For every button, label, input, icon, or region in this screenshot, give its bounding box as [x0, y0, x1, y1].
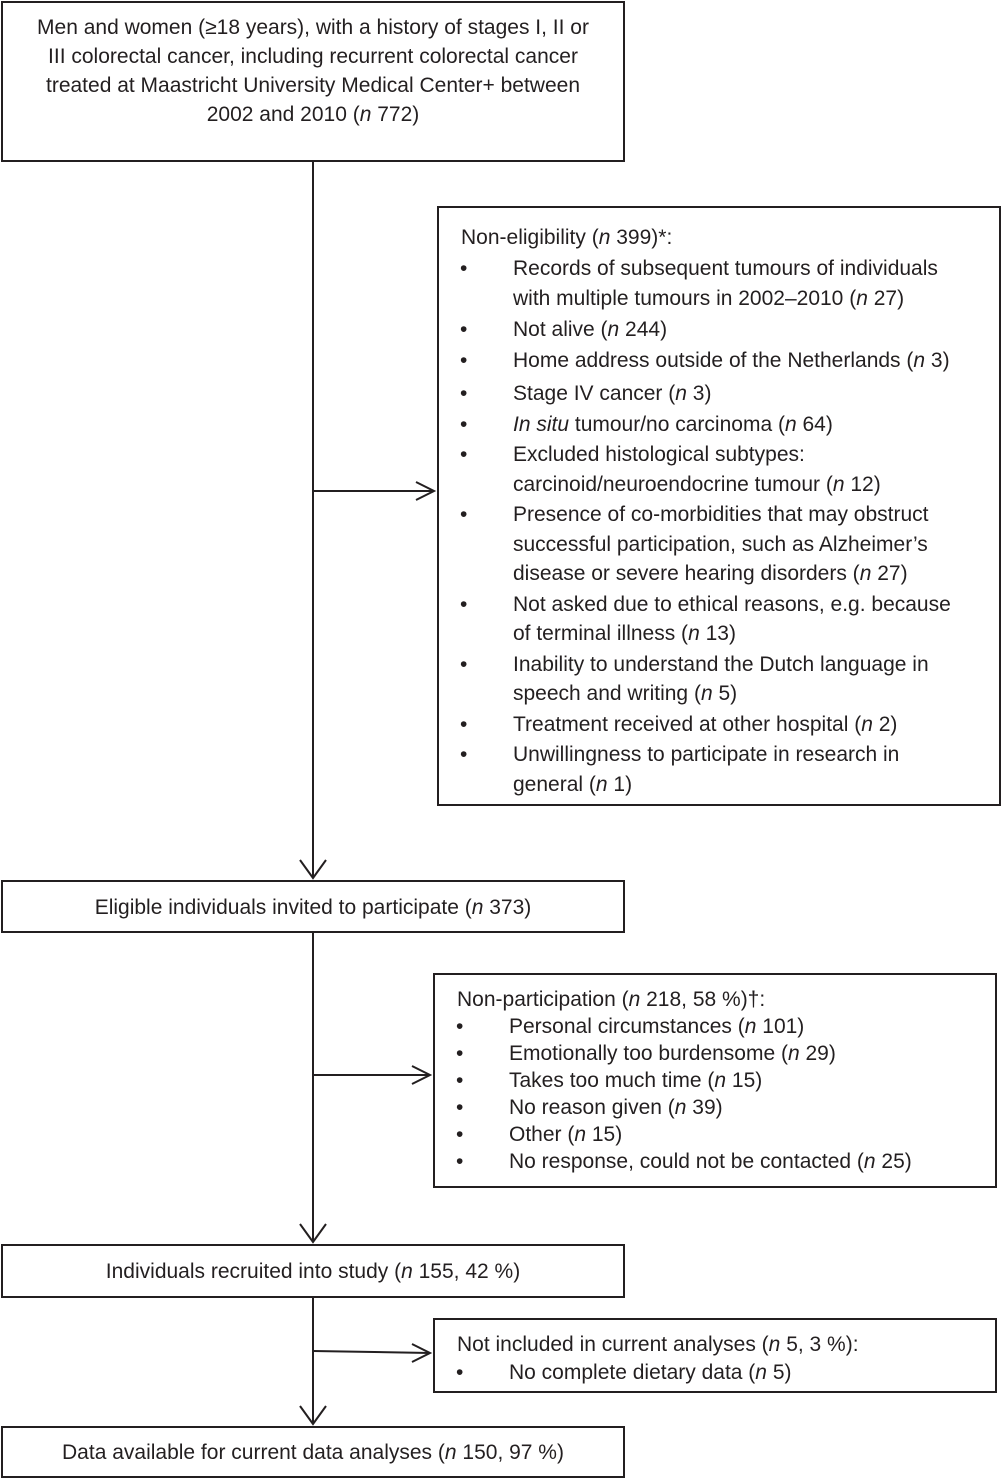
list-item: •Unwillingness to participate in researc… — [443, 740, 989, 799]
list-item: •Other (n 15) — [456, 1123, 623, 1146]
list-item: •Personal circumstances (n 101) — [456, 1015, 805, 1038]
arrowhead-recruited — [299, 1223, 327, 1244]
recruited-box: Individuals recruited into study (n 155,… — [1, 1244, 625, 1298]
arrowhead-notincl — [411, 1343, 433, 1363]
start-population-box: Men and women (≥18 years), with a histor… — [1, 1, 625, 162]
bullet-icon: • — [456, 1361, 464, 1384]
list-item: •Treatment received at other hospital (n… — [443, 710, 989, 740]
list-item: •Home address outside of the Netherlands… — [443, 346, 989, 376]
bullet-icon: • — [460, 318, 468, 341]
bullet-icon: • — [460, 743, 468, 766]
list-item: •Not asked due to ethical reasons, e.g. … — [443, 590, 989, 649]
final-analysis-box: Data available for current data analyses… — [1, 1426, 625, 1478]
arrowhead-eligible — [299, 859, 327, 880]
arrowhead-nonpart — [411, 1065, 433, 1085]
bullet-icon: • — [456, 1069, 464, 1092]
bullet-icon: • — [460, 443, 468, 466]
not-included-heading: Not included in current analyses (n 5, 3… — [457, 1333, 859, 1356]
bullet-icon: • — [456, 1015, 464, 1038]
list-item: •Takes too much time (n 15) — [456, 1069, 763, 1092]
list-item: •In situ tumour/no carcinoma (n 64) — [443, 410, 989, 440]
non-participation-heading: Non-participation (n 218, 58 %)†: — [457, 988, 766, 1011]
start-line-1: Men and women (≥18 years), with a histor… — [37, 16, 589, 39]
list-item: •Excluded histological subtypes:carcinoi… — [443, 440, 989, 499]
list-item: •No reason given (n 39) — [456, 1096, 723, 1119]
non-eligibility-box: Non-eligibility (n 399)*: •Records of su… — [437, 206, 1001, 806]
bullet-icon: • — [456, 1123, 464, 1146]
eligible-box: Eligible individuals invited to particip… — [1, 880, 625, 933]
bullet-icon: • — [460, 257, 468, 280]
bullet-icon: • — [460, 503, 468, 526]
start-line-3: treated at Maastricht University Medical… — [46, 74, 580, 97]
not-included-box: Not included in current analyses (n 5, 3… — [433, 1318, 997, 1393]
bullet-icon: • — [456, 1042, 464, 1065]
non-eligibility-heading: Non-eligibility (n 399)*: — [461, 226, 673, 249]
bullet-icon: • — [460, 652, 468, 676]
non-eligibility-list: •Records of subsequent tumours of indivi… — [443, 254, 989, 799]
bullet-icon: • — [456, 1150, 464, 1173]
bullet-icon: • — [460, 348, 468, 372]
arrowhead-nonelig — [415, 481, 437, 501]
bullet-icon: • — [460, 592, 468, 616]
list-item: •Stage IV cancer (n 3) — [443, 379, 989, 409]
list-item: •Presence of co-morbidities that may obs… — [443, 500, 989, 589]
bullet-icon: • — [460, 412, 468, 436]
eligible-label: Eligible individuals invited to particip… — [94, 896, 532, 919]
bullet-icon: • — [456, 1096, 464, 1119]
list-item: •Inability to understand the Dutch langu… — [443, 650, 989, 709]
connector-branch-notincl — [312, 1350, 431, 1354]
not-included-list: •No complete dietary data (n 5) — [439, 1359, 987, 1387]
list-item: •Emotionally too burdensome (n 29) — [456, 1042, 836, 1065]
start-line-2: III colorectal cancer, including recurre… — [48, 45, 578, 68]
arrowhead-final — [299, 1405, 327, 1426]
list-item: •Not alive (n 244) — [443, 315, 989, 345]
bullet-icon: • — [460, 382, 468, 405]
final-label: Data available for current data analyses… — [62, 1441, 564, 1464]
list-item: •No response, could not be contacted (n … — [456, 1150, 912, 1173]
list-item: •Records of subsequent tumours of indivi… — [443, 254, 989, 313]
start-line-4: 2002 and 2010 (n 772) — [206, 103, 420, 126]
list-item: •No complete dietary data (n 5) — [439, 1359, 987, 1387]
bullet-icon: • — [460, 712, 468, 736]
non-participation-box: Non-participation (n 218, 58 %)†: •Perso… — [433, 973, 997, 1188]
recruited-label: Individuals recruited into study (n 155,… — [105, 1260, 521, 1283]
non-participation-list: •Personal circumstances (n 101) •Emotion… — [439, 1013, 987, 1175]
